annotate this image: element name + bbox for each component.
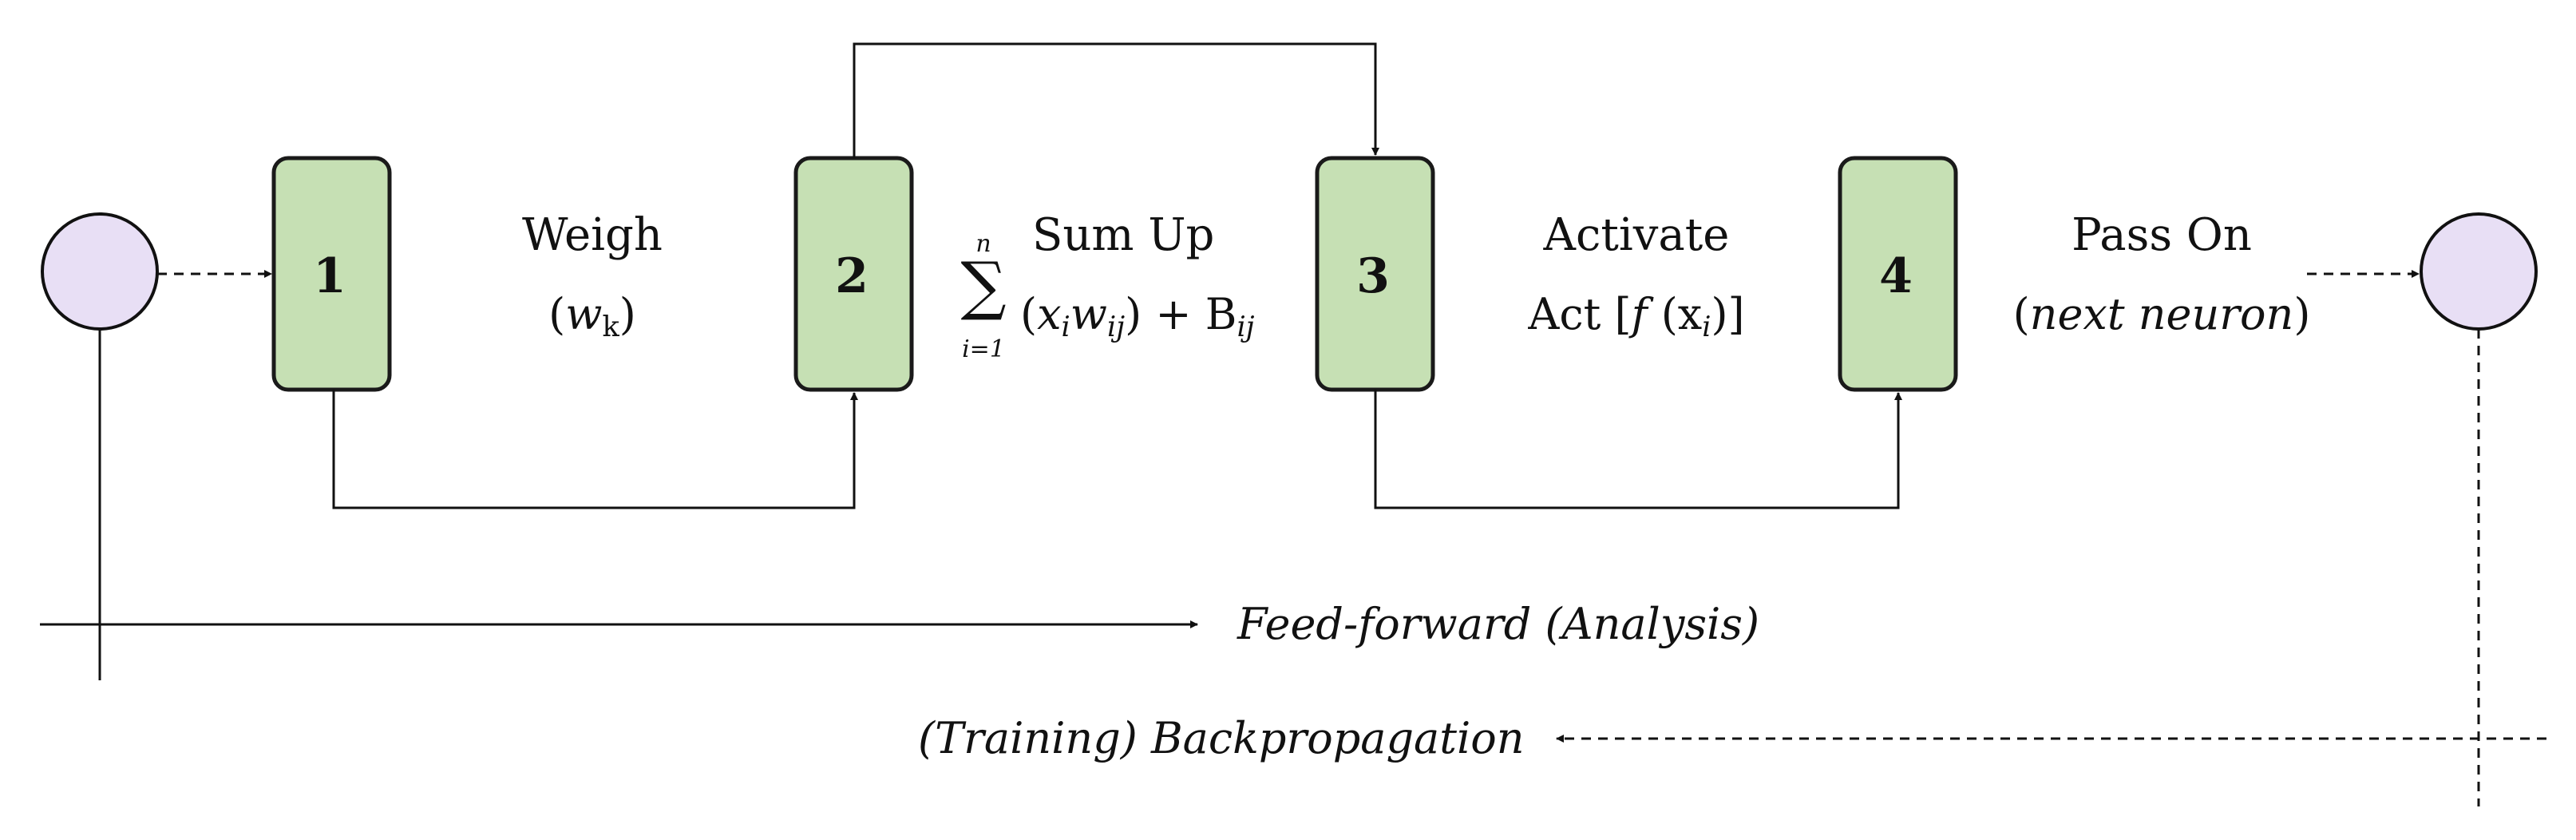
step-box-4	[1838, 156, 1958, 392]
step-number-4: 4	[1879, 248, 1913, 304]
step-4-title: Pass On	[2071, 209, 2252, 261]
step-1-formula: (wk)	[548, 289, 636, 343]
step-number-2: 2	[835, 248, 869, 304]
step-number-3: 3	[1356, 248, 1390, 304]
backpropagation-label: (Training) Backpropagation	[918, 713, 1525, 763]
input-neuron-icon	[41, 212, 159, 331]
step-1-title: Weigh	[522, 209, 663, 261]
connector-1-to-2	[332, 390, 858, 509]
sigma-symbol: ∑	[960, 248, 1007, 323]
step-4-note: (next neuron)	[2012, 289, 2311, 339]
step-2-formula: (xiwij) + Bij	[1020, 289, 1255, 343]
step-box-1	[271, 156, 392, 392]
output-neuron-icon	[2420, 212, 2538, 331]
step-3-formula: Act [f (xi)]	[1528, 289, 1745, 343]
step-3-title: Activate	[1543, 209, 1730, 261]
connector-3-to-4	[1374, 390, 1902, 509]
weight-subscript: k	[602, 310, 619, 343]
sum-lower-limit: i=1	[962, 335, 1005, 363]
step-2-title: Sum Up	[1032, 209, 1215, 261]
connector-2-to-3	[853, 42, 1379, 158]
weight-symbol: w	[565, 289, 603, 339]
step-number-1: 1	[313, 248, 346, 304]
feed-forward-label: Feed-forward (Analysis)	[1237, 599, 1760, 649]
sum-upper-limit: n	[975, 230, 991, 258]
